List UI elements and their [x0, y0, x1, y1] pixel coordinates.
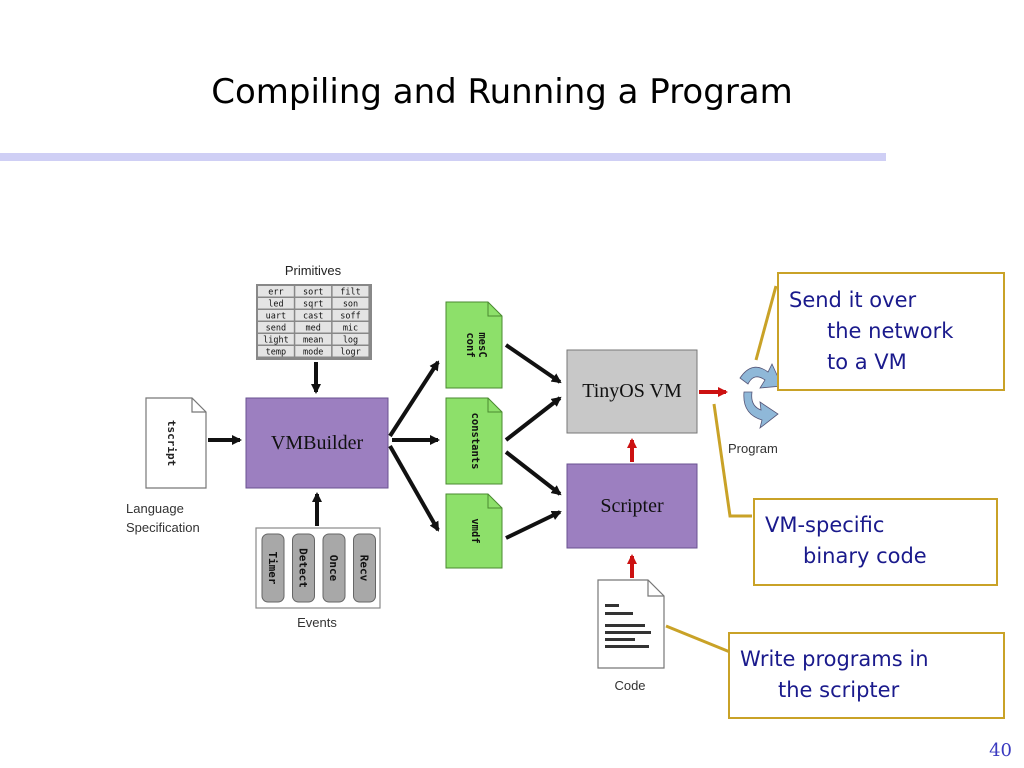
- primitive-cell: [295, 322, 332, 333]
- tscript-label: tscript: [165, 420, 178, 466]
- vmbuilder-box: [245, 397, 389, 489]
- primitive-cell: [332, 298, 369, 309]
- file-label: constants: [469, 413, 481, 470]
- primitive-name: soff: [340, 312, 360, 322]
- primitive-name: send: [266, 324, 286, 334]
- primitive-name: mic: [343, 324, 358, 334]
- primitive-name: cast: [303, 312, 323, 322]
- primitive-name: mean: [303, 336, 323, 346]
- primitive-name: son: [343, 300, 358, 310]
- callout-send-network: Send it over the network to a VM: [777, 272, 1005, 391]
- primitive-cell: [258, 298, 294, 309]
- event-name: Recv: [358, 555, 371, 582]
- primitive-name: filt: [340, 288, 360, 298]
- primitive-name: mode: [303, 348, 323, 358]
- primitive-name: med: [306, 324, 321, 334]
- primitive-cell: [332, 310, 369, 321]
- primitive-name: logr: [340, 348, 360, 358]
- callout-write-programs-line1: Write programs in: [740, 647, 929, 671]
- primitive-cell: [258, 334, 294, 345]
- primitive-cell: [295, 286, 332, 297]
- program-curved-arrow-icon: [739, 363, 783, 430]
- callout-write-programs: Write programs in the scripter: [728, 632, 1005, 719]
- arrow-constants-to-tinyos: [504, 396, 562, 442]
- event-name: Timer: [266, 551, 279, 584]
- leader-network: [754, 285, 778, 361]
- primitives-table: err sort filt led sqrt son uart cast soff send med…: [256, 284, 372, 360]
- arrow-vmdf-to-scripter: [505, 510, 562, 540]
- file-fold: [487, 302, 502, 317]
- event-name: Detect: [297, 548, 310, 588]
- primitive-cell: [332, 322, 369, 333]
- event-pill: [261, 533, 285, 603]
- events-panel: Timer Detect Once Recv: [255, 527, 381, 609]
- code-label: Code: [614, 678, 645, 693]
- title-underline: [0, 153, 886, 161]
- vmbuilder-label: VMBuilder: [271, 432, 364, 454]
- primitive-cell: [295, 346, 332, 357]
- callout-send-network-line1: Send it over: [789, 288, 917, 312]
- primitive-name: log: [343, 336, 358, 346]
- arrow-vmbuilder-to-file-3: [388, 445, 440, 532]
- page-number: 40: [989, 740, 1012, 761]
- leader-binary: [712, 403, 752, 518]
- callout-binary-code: VM-specific binary code: [753, 498, 998, 586]
- file-label: mesC: [476, 332, 488, 357]
- primitive-cell: [258, 310, 294, 321]
- callout-binary-code-line2: binary code: [803, 544, 927, 568]
- tinyos-vm-box: [566, 349, 698, 434]
- primitive-name: uart: [266, 312, 286, 322]
- code-document: [597, 579, 665, 669]
- generated-file-2: constants: [445, 397, 503, 485]
- event-pill: [322, 533, 346, 603]
- generated-file-3: vmdf: [445, 493, 503, 569]
- primitive-name: led: [268, 300, 283, 310]
- primitive-cell: [295, 334, 332, 345]
- primitive-cell: [332, 286, 369, 297]
- callout-send-network-line2: the network: [827, 319, 954, 343]
- callout-binary-code-line1: VM-specific: [765, 513, 885, 537]
- scripter-box: [566, 463, 698, 549]
- arrow-conf-to-tinyos: [504, 343, 562, 384]
- primitive-cell: [258, 286, 294, 297]
- file-shape: [445, 397, 503, 485]
- event-pill: [353, 533, 376, 603]
- language-spec-label-line1: Language: [126, 501, 184, 516]
- callout-write-programs-line2: the scripter: [778, 678, 900, 702]
- primitive-cell: [295, 298, 332, 309]
- leader-write: [665, 624, 731, 654]
- event-name: Once: [327, 555, 340, 582]
- primitive-cell: [258, 346, 294, 357]
- primitive-name: err: [268, 288, 283, 298]
- primitive-name: sort: [303, 288, 323, 298]
- primitive-name: sqrt: [303, 300, 323, 310]
- slide-title: Compiling and Running a Program: [211, 72, 793, 112]
- language-spec-label-line2: Specification: [126, 520, 200, 535]
- file-label: conf: [464, 332, 476, 357]
- primitives-label: Primitives: [285, 263, 342, 278]
- primitive-cell: [258, 322, 294, 333]
- primitive-cell: [332, 346, 369, 357]
- arrow-constants-to-scripter: [504, 450, 562, 496]
- tscript-document: tscript: [145, 397, 207, 489]
- primitive-name: temp: [266, 348, 286, 358]
- file-fold: [487, 494, 502, 509]
- program-label: Program: [728, 441, 778, 456]
- event-pill: [292, 533, 315, 603]
- callout-send-network-line3: to a VM: [827, 350, 907, 374]
- file-shape: [445, 493, 503, 569]
- events-label: Events: [297, 615, 337, 630]
- file-label: vmdf: [469, 518, 481, 543]
- file-fold: [487, 398, 502, 413]
- primitive-cell: [295, 310, 332, 321]
- primitive-cell: [332, 334, 369, 345]
- file-shape: [445, 301, 503, 389]
- arrow-vmbuilder-to-file-1: [388, 360, 440, 438]
- primitive-name: light: [263, 336, 289, 346]
- tinyos-vm-label: TinyOS VM: [582, 380, 682, 402]
- scripter-label: Scripter: [600, 495, 664, 517]
